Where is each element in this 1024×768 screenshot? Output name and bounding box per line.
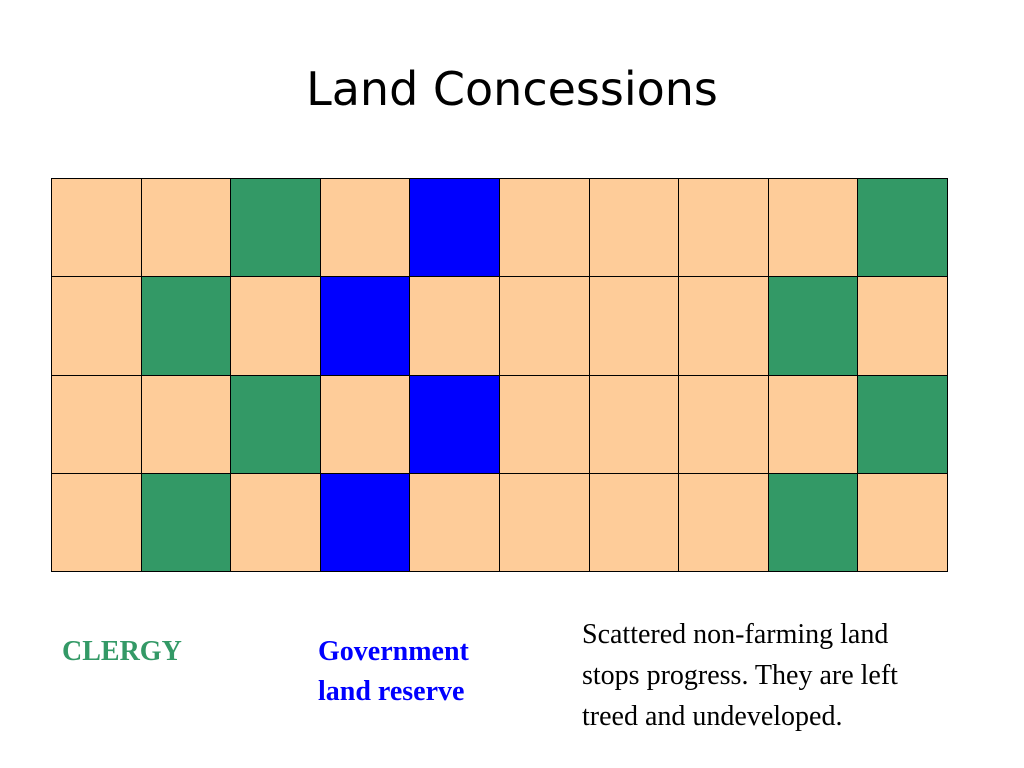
lot-farm-r3-c8 [679,375,769,474]
lot-farm-r1-c8 [679,179,769,278]
lot-farm-r2-c5 [410,277,500,376]
lot-farm-r1-c6 [499,179,590,278]
lot-clergy-r4-c9 [768,473,859,572]
lot-government-r1-c5 [410,179,500,278]
lot-farm-r2-c10 [858,277,948,376]
lot-farm-r1-c1 [52,179,142,278]
lot-government-r4-c4 [320,473,411,572]
lot-farm-r1-c4 [320,179,411,278]
lot-clergy-r3-c10 [858,375,948,474]
lot-government-r3-c5 [410,375,500,474]
legend-government-label: Government land reserve [318,636,469,707]
lot-farm-r4-c3 [231,473,321,572]
lot-farm-r4-c10 [858,473,948,572]
explanation-note: Scattered non-farming land stops progres… [582,619,898,732]
lot-farm-r2-c6 [499,277,590,376]
lot-farm-r1-c2 [141,179,232,278]
lot-farm-r3-c1 [52,375,142,474]
lot-clergy-r1-c10 [858,179,948,278]
lot-farm-r4-c6 [499,473,590,572]
lot-farm-r4-c8 [679,473,769,572]
lot-farm-r2-c3 [231,277,321,376]
lot-farm-r3-c4 [320,375,411,474]
land-concession-grid [51,178,948,572]
lot-clergy-r2-c9 [768,277,859,376]
lot-clergy-r4-c2 [141,473,232,572]
lot-clergy-r3-c3 [231,375,321,474]
lot-farm-r3-c9 [768,375,859,474]
lot-farm-r4-c1 [52,473,142,572]
lot-farm-r2-c8 [679,277,769,376]
lot-farm-r3-c7 [589,375,680,474]
lot-farm-r2-c7 [589,277,680,376]
slide-title: Land Concessions [306,62,718,116]
lot-clergy-r1-c3 [231,179,321,278]
lot-farm-r1-c7 [589,179,680,278]
lot-farm-r4-c7 [589,473,680,572]
lot-clergy-r2-c2 [141,277,232,376]
lot-farm-r3-c2 [141,375,232,474]
lot-farm-r2-c1 [52,277,142,376]
lot-farm-r3-c6 [499,375,590,474]
lot-farm-r1-c9 [768,179,859,278]
lot-government-r2-c4 [320,277,411,376]
legend-clergy-label: CLERGY [62,636,182,667]
lot-farm-r4-c5 [410,473,500,572]
